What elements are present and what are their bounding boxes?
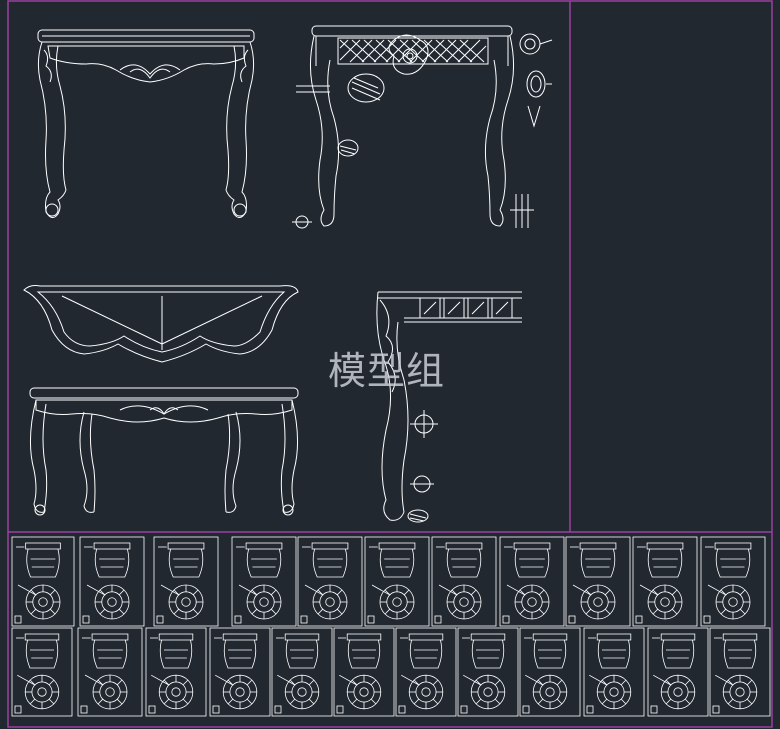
detail-sheet bbox=[499, 536, 565, 627]
detail-sheet bbox=[647, 627, 709, 717]
detail-sheet bbox=[632, 536, 698, 627]
detail-sheet bbox=[583, 627, 645, 717]
detail-sheet bbox=[519, 627, 581, 717]
table-front-elevation bbox=[37, 29, 255, 218]
detail-sheets-grid bbox=[11, 536, 771, 717]
detail-sheet bbox=[209, 627, 271, 717]
table-long-elevation bbox=[29, 387, 299, 516]
drawing-frames bbox=[7, 0, 773, 728]
detail-sheet bbox=[565, 536, 631, 627]
detail-sheet bbox=[364, 536, 430, 627]
detail-sheet bbox=[153, 536, 219, 627]
detail-sheet bbox=[231, 536, 297, 627]
table-top-plan bbox=[23, 285, 299, 363]
detail-sheet bbox=[297, 536, 363, 627]
detail-sheet bbox=[431, 536, 497, 627]
detail-sheet bbox=[11, 627, 73, 717]
detail-sheet bbox=[145, 627, 207, 717]
table-side-elevation bbox=[292, 25, 553, 229]
detail-sheet bbox=[79, 536, 145, 627]
detail-sheet bbox=[77, 627, 143, 717]
detail-sheet bbox=[11, 536, 75, 627]
detail-sheet bbox=[395, 627, 457, 717]
detail-sheet bbox=[709, 627, 771, 717]
watermark-text: 模型组 bbox=[328, 349, 446, 393]
detail-sheet bbox=[457, 627, 519, 717]
detail-sheet bbox=[700, 536, 766, 627]
detail-sheet bbox=[271, 627, 333, 717]
leg-detail bbox=[376, 291, 522, 523]
detail-sheet bbox=[333, 627, 395, 717]
